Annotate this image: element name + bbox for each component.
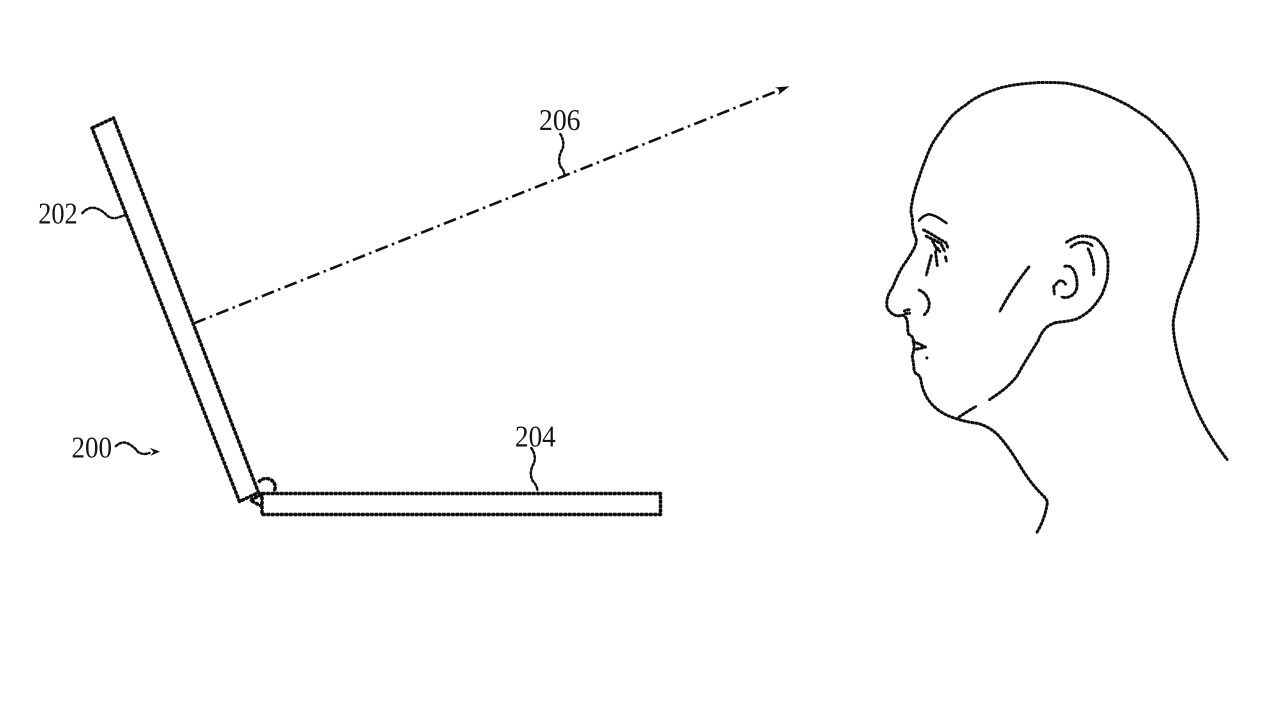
- svg-text:200: 200: [72, 430, 113, 465]
- svg-text:206: 206: [539, 102, 581, 137]
- svg-text:204: 204: [515, 419, 556, 454]
- svg-text:202: 202: [38, 196, 77, 231]
